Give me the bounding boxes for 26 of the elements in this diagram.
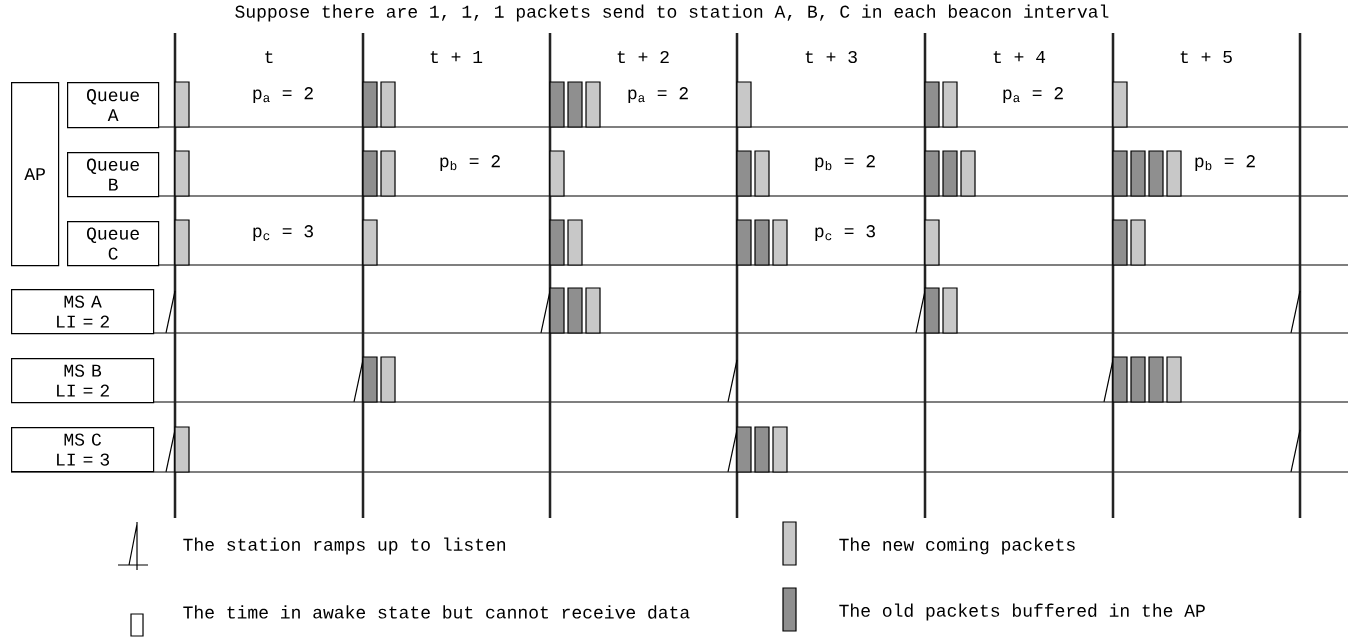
ap-box: AP <box>11 82 60 267</box>
queue-size-label: p$_{a}$ = 2 <box>628 87 688 103</box>
queue-size-label: p$_{b}$ = 2 <box>1195 155 1255 171</box>
legend-text: The new coming packets <box>839 537 1075 555</box>
queue-box: Queue A <box>67 82 160 129</box>
legend-text: The old packets buffered in the AP <box>839 603 1205 621</box>
station-box: MS A LI = 2 <box>11 289 155 335</box>
interval-label: t + 4 <box>993 50 1046 64</box>
station-box: MS C LI = 3 <box>11 427 155 473</box>
interval-label: t <box>265 50 273 64</box>
station-box: MS B LI = 2 <box>11 358 155 404</box>
interval-label: t + 3 <box>805 50 857 64</box>
interval-label: t + 2 <box>617 50 669 64</box>
queue-box: Queue B <box>67 152 160 198</box>
queue-size-label: p$_{c}$ = 3 <box>815 225 875 241</box>
queue-box: Queue C <box>67 221 160 267</box>
queue-size-label: p$_{c}$ = 3 <box>253 225 313 241</box>
queue-size-label: p$_{a}$ = 2 <box>1003 87 1063 103</box>
interval-label: t + 1 <box>430 50 483 64</box>
queue-size-label: p$_{b}$ = 2 <box>440 155 500 171</box>
title: Suppose there are 1, 1, 1 packets send to station A, B, C in each beacon interval <box>235 4 1109 22</box>
queue-size-label: p$_{b}$ = 2 <box>815 155 875 171</box>
legend-text: The time in awake state but cannot receive data <box>183 605 690 619</box>
interval-label: t + 5 <box>1180 50 1232 64</box>
queue-size-label: p$_{a}$ = 2 <box>253 87 313 103</box>
legend-text: The station ramps up to listen <box>183 537 506 555</box>
